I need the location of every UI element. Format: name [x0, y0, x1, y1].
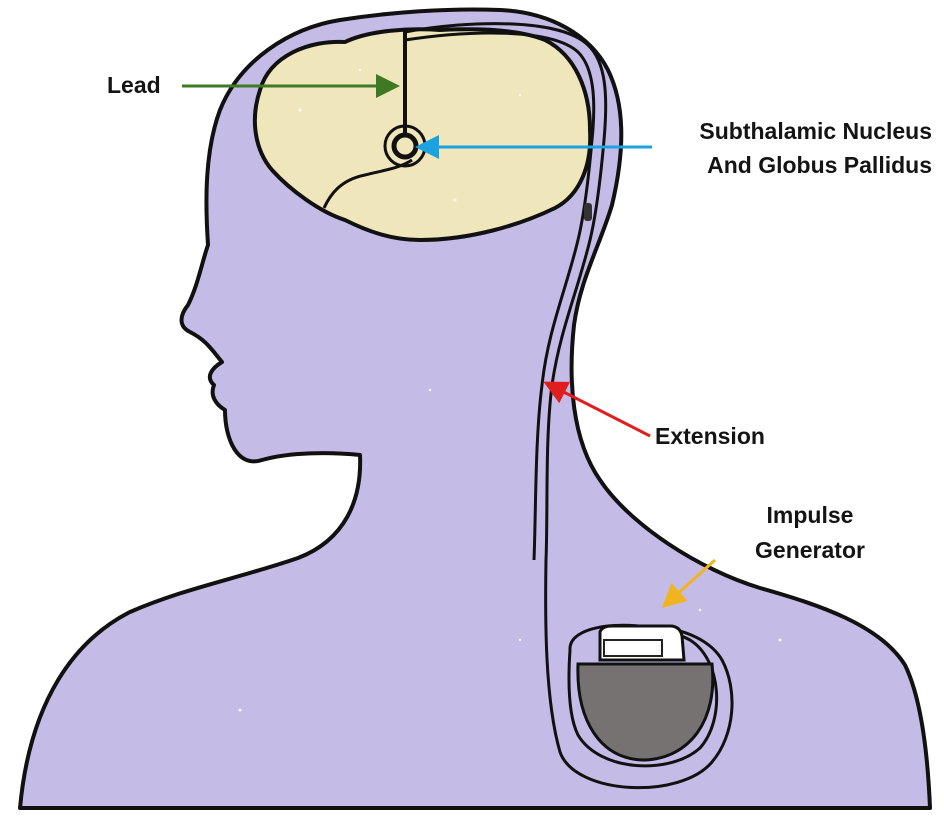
lead-label: Lead [107, 70, 161, 101]
electrode-inner-ring [394, 135, 416, 157]
generator-label-line2: Generator [740, 535, 880, 566]
connector [584, 203, 592, 221]
generator-label-line1: Impulse [740, 500, 880, 531]
target-label-line1: Subthalamic Nucleus [610, 116, 932, 147]
target-label-line2: And Globus Pallidus [610, 150, 932, 181]
extension-label: Extension [655, 421, 765, 452]
generator-terminal [604, 640, 662, 656]
